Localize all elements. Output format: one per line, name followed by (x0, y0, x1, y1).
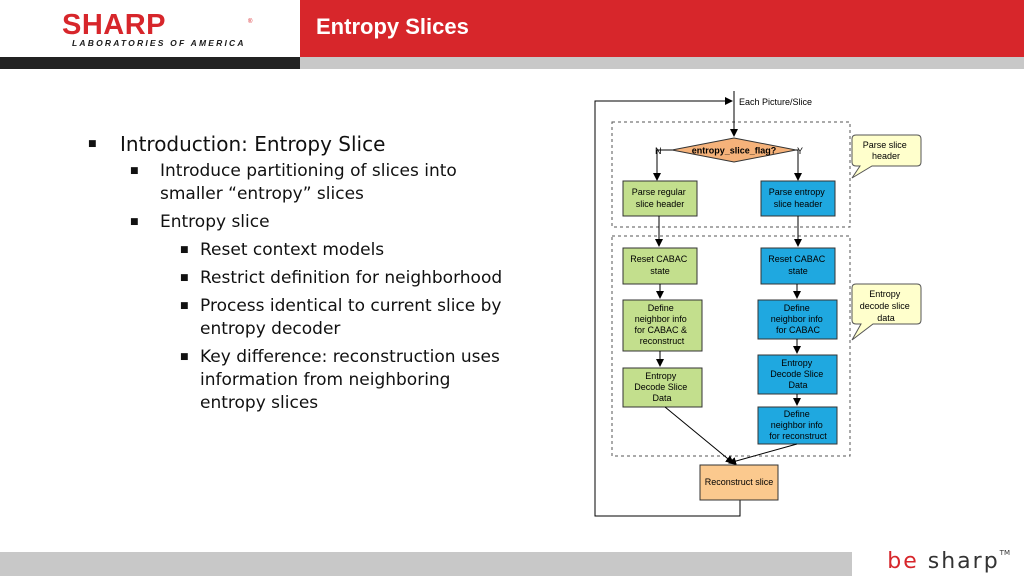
parse-entropy-text: Parse entropy slice header (769, 187, 828, 209)
bullet-item: ■Introduce partitioning of slices into s… (130, 161, 457, 204)
header-bar (300, 0, 1024, 57)
parse-regular-text: Parse regular slice header (632, 187, 689, 209)
bullet-list: ■Introduction: Entropy Slice ■Introduce … (86, 133, 506, 420)
arrow-left-to-recon (664, 406, 734, 464)
define-neighbor-left-box (622, 299, 703, 352)
reset-cabac-right-box (760, 247, 836, 285)
footer-logo-area (852, 550, 1024, 576)
loop-arrow (594, 97, 741, 517)
bullet-item: ■Process identical to current slice by e… (180, 296, 502, 339)
bullet-item: ■Entropy slice (130, 212, 270, 232)
callout-parse-text: Parse slice header (863, 140, 910, 161)
callout-decode-text: Entropy decode slice data (860, 289, 913, 323)
define-neighbor-right-text: Define neighbor info for CABAC (771, 303, 826, 335)
callout-parse-header (851, 134, 922, 179)
yes-label: Y (797, 146, 803, 156)
parse-regular-box (622, 180, 698, 217)
svg-text:®: ® (248, 18, 253, 25)
no-label: N (655, 146, 662, 156)
reconstruct-box (699, 464, 779, 501)
reset-cabac-left-text: Reset CABAC state (630, 254, 690, 276)
each-picture-label: Each Picture/Slice (739, 97, 812, 107)
bullet-item: ■Restrict definition for neighborhood (180, 268, 503, 288)
bullet-item: ■Key difference: reconstruction uses inf… (180, 347, 500, 413)
entropy-decode-left-text: Entropy Decode Slice Data (634, 371, 690, 403)
arrow-right-to-recon (728, 443, 798, 465)
decision-label: entropy_slice_flag? (692, 146, 777, 156)
define-neighbor-right-box (757, 299, 838, 340)
reset-cabac-left-box (622, 247, 698, 285)
logo-text: SHARP (62, 10, 166, 41)
bullet-item: ■Introduction: Entropy Slice (88, 132, 386, 156)
define-neighbor-left-text: Define neighbor info for CABAC & reconst… (634, 303, 689, 346)
yes-arrow (794, 149, 802, 181)
header-underline-gray (300, 57, 1024, 69)
reset-cabac-right-text: Reset CABAC state (768, 254, 828, 276)
define-recon-text: Define neighbor info for reconstruct (769, 409, 827, 441)
define-recon-box (757, 406, 838, 445)
callout-decode-data (851, 283, 922, 341)
slide-title: Entropy Slices (316, 14, 469, 39)
header-parse-region (611, 121, 851, 228)
parse-entropy-box (760, 180, 836, 217)
sharp-logo: SHARP ® LABORATORIES OF AMERICA (62, 10, 253, 48)
header-logo-area: SHARP ® LABORATORIES OF AMERICA (0, 0, 300, 57)
bullet-item: ■Reset context models (180, 240, 385, 260)
be-sharp-logo: be sharpTM (887, 549, 1010, 574)
logo-subtitle: LABORATORIES OF AMERICA (72, 38, 246, 48)
no-arrow (653, 149, 672, 181)
decision-diamond (671, 137, 797, 163)
reconstruct-text: Reconstruct slice (705, 477, 774, 487)
header-underline-dark (0, 57, 300, 69)
entropy-decode-left-box (622, 367, 703, 408)
entropy-decode-right-text: Entropy Decode Slice Data (770, 358, 826, 390)
